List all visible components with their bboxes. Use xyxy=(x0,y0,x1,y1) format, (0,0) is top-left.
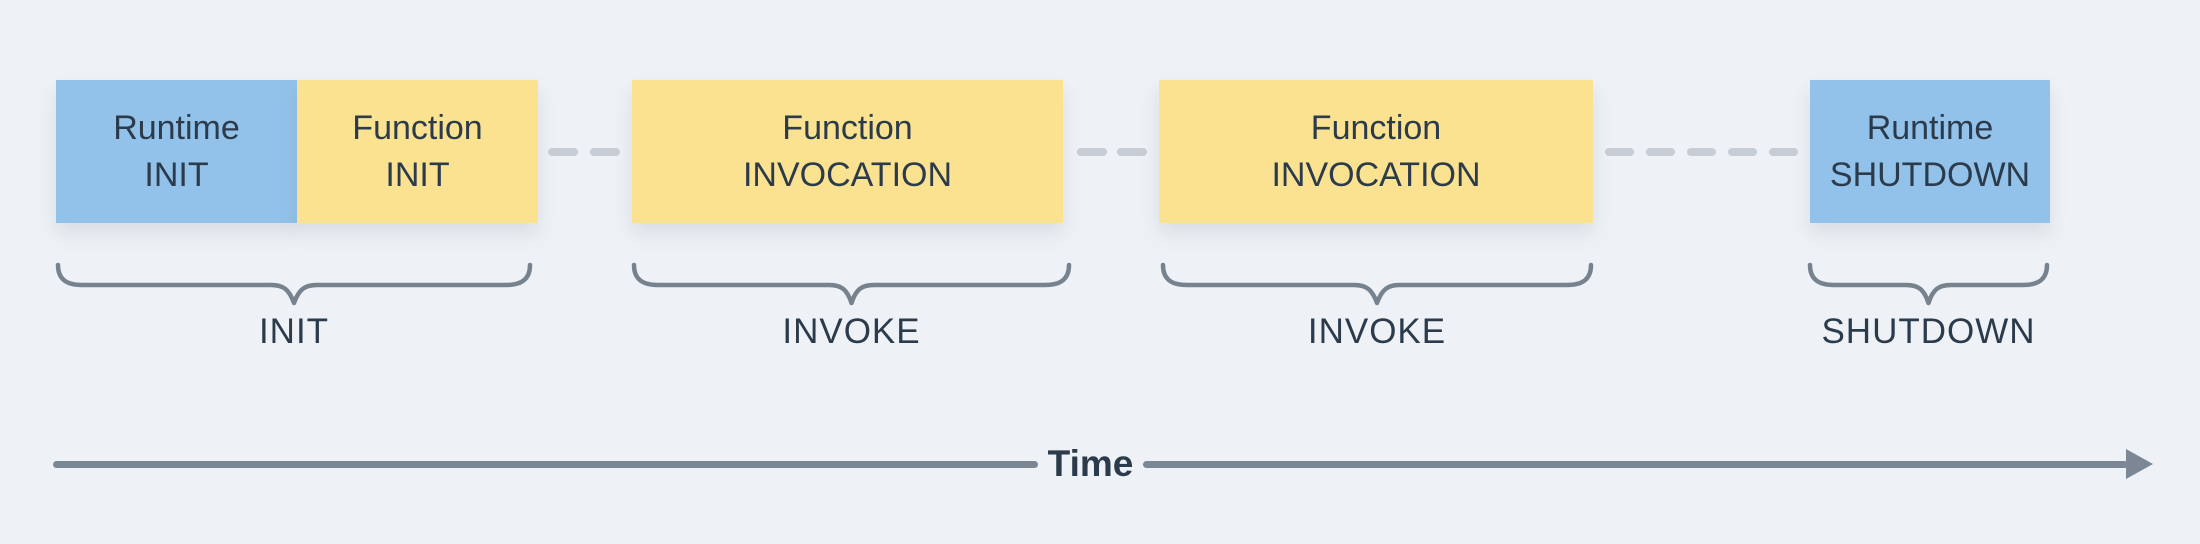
brace-init-icon xyxy=(55,262,533,306)
phase-label-invoke-2: INVOKE xyxy=(1307,312,1447,351)
block-function-invocation-2: Function INVOCATION xyxy=(1159,80,1593,223)
dashed-connector xyxy=(548,148,620,156)
dash xyxy=(1769,148,1798,156)
brace-invoke-1-icon xyxy=(631,262,1072,306)
brace-invoke-2-icon xyxy=(1160,262,1594,306)
block-text-line: INIT xyxy=(144,155,209,194)
time-axis-line-right xyxy=(1143,460,2129,468)
dash xyxy=(1728,148,1757,156)
block-text-line: SHUTDOWN xyxy=(1829,155,2031,194)
time-axis-label: Time xyxy=(1047,443,1134,484)
time-axis-line-left xyxy=(53,460,1038,468)
dash xyxy=(1646,148,1675,156)
dash xyxy=(1117,148,1147,156)
block-text-line: Function xyxy=(782,108,913,147)
block-text-line: Function xyxy=(1310,108,1442,147)
dash xyxy=(548,148,578,156)
arrow-right-icon xyxy=(2126,449,2154,479)
block-text-line: INVOCATION xyxy=(742,155,953,194)
block-text-line: Runtime xyxy=(113,108,240,147)
phase-label-shutdown: SHUTDOWN xyxy=(1821,312,2036,351)
block-runtime-shutdown: Runtime SHUTDOWN xyxy=(1810,80,2050,223)
dash xyxy=(590,148,620,156)
dash xyxy=(1605,148,1634,156)
block-text-line: Runtime xyxy=(1866,108,1994,147)
phase-label-init: INIT xyxy=(258,312,330,351)
time-axis: Time xyxy=(53,443,2154,484)
dashed-connector xyxy=(1605,148,1798,156)
block-function-invocation-1: Function INVOCATION xyxy=(632,80,1063,223)
block-text-line: Function xyxy=(352,108,483,147)
dashed-connector xyxy=(1077,148,1147,156)
phase-label-invoke-1: INVOKE xyxy=(782,312,921,351)
block-runtime-init: Runtime INIT xyxy=(56,80,297,223)
brace-shutdown-icon xyxy=(1807,262,2050,306)
block-text-line: INIT xyxy=(385,155,450,194)
brace-path xyxy=(631,262,1072,306)
brace-path xyxy=(1160,262,1594,306)
dash xyxy=(1687,148,1716,156)
dash xyxy=(1077,148,1107,156)
brace-path xyxy=(55,262,533,306)
block-function-init: Function INIT xyxy=(297,80,538,223)
brace-path xyxy=(1807,262,2050,306)
block-text-line: INVOCATION xyxy=(1271,155,1481,194)
